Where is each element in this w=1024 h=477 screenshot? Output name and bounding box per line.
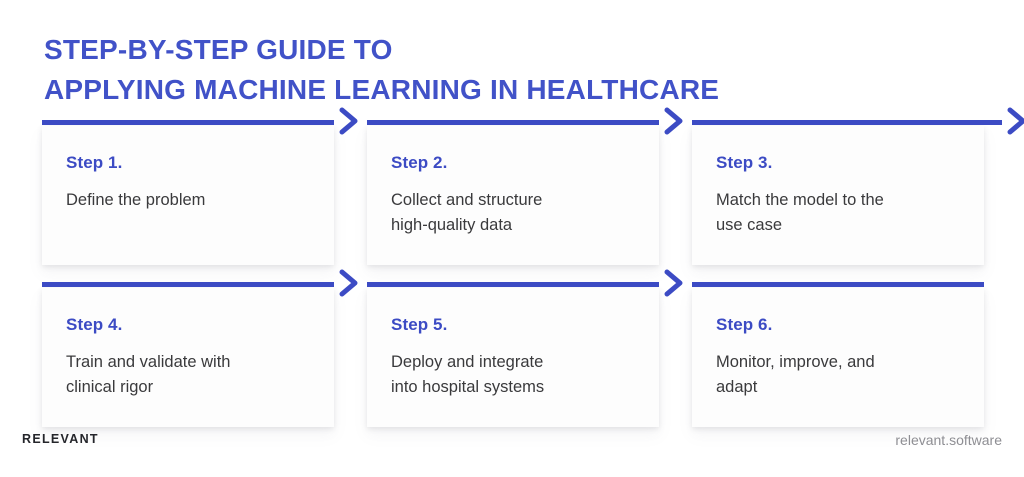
step-4-label: Step 4. [66,315,123,334]
arrow-line [692,282,984,287]
step-card-3: Step 3. Match the model to the use case [692,107,1024,265]
step-1-arrow-rail [42,107,358,135]
step-4-arrow-rail [42,269,358,297]
steps-row-1: Step 1. Define the problem Step 2. Colle… [42,107,1024,265]
steps-row-2: Step 4. Train and validate with clinical… [42,269,1000,427]
step-6-text: Monitor, improve, and adapt [716,353,875,396]
step-card-1: Step 1. Define the problem [42,107,358,265]
step-card-5: Step 5. Deploy and integrate into hospit… [367,269,683,427]
arrow-line [42,282,334,287]
arrow-line [42,120,334,125]
step-2-arrow-rail [367,107,683,135]
steps-grid: Step 1. Define the problem Step 2. Colle… [42,107,1024,442]
step-5-body: Step 5. Deploy and integrate into hospit… [367,288,659,427]
step-2-label: Step 2. [391,153,448,172]
step-3-text: Match the model to the use case [716,191,884,234]
step-6-body: Step 6. Monitor, improve, and adapt [692,288,984,427]
arrow-line [367,282,659,287]
step-3-arrow-rail [692,107,1024,135]
step-2-text: Collect and structure high-quality data [391,191,543,234]
page-title: STEP-BY-STEP GUIDE TO APPLYING MACHINE L… [44,30,944,110]
footer: RELEVANT relevant.software [0,432,1024,458]
step-6-label: Step 6. [716,315,773,334]
step-2-body: Step 2. Collect and structure high-quali… [367,126,659,265]
step-card-6: Step 6. Monitor, improve, and adapt [692,280,984,427]
step-5-arrow-rail [367,269,683,297]
step-card-4: Step 4. Train and validate with clinical… [42,269,358,427]
arrow-line [692,120,1002,125]
step-5-label: Step 5. [391,315,448,334]
step-3-label: Step 3. [716,153,773,172]
step-1-label: Step 1. [66,153,123,172]
chevron-right-icon [330,263,370,303]
page-title-line-1: STEP-BY-STEP GUIDE TO [44,34,393,65]
step-6-arrow-rail [692,280,984,288]
website-url: relevant.software [895,432,1002,448]
step-4-body: Step 4. Train and validate with clinical… [42,288,334,427]
step-5-text: Deploy and integrate into hospital syste… [391,353,545,396]
page-title-line-2: APPLYING MACHINE LEARNING IN HEALTHCARE [44,74,720,105]
step-4-text: Train and validate with clinical rigor [66,353,231,396]
brand-wordmark: RELEVANT [22,432,99,446]
step-card-2: Step 2. Collect and structure high-quali… [367,107,683,265]
chevron-right-icon [655,263,695,303]
step-3-body: Step 3. Match the model to the use case [692,126,984,265]
arrow-line [367,120,659,125]
step-1-text: Define the problem [66,191,206,209]
step-1-body: Step 1. Define the problem [42,126,334,265]
